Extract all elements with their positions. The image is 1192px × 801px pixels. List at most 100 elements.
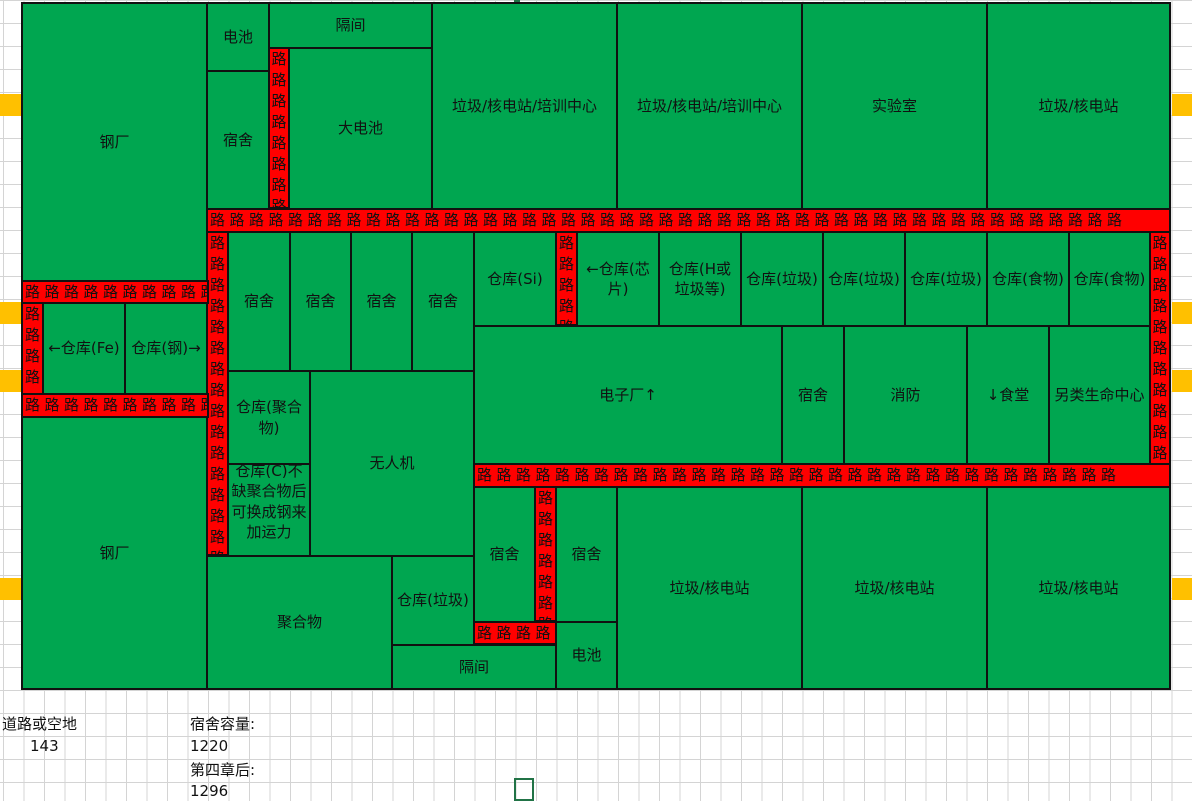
cell-label: 钢厂 [99, 543, 130, 562]
warehouse-waste-bottom[interactable]: 仓库(垃圾) [391, 555, 475, 646]
cell-label: 另类生命中心 [1054, 385, 1145, 404]
row-marker-right [1172, 578, 1192, 600]
cell-label: 宿舍 [366, 292, 397, 311]
warehouse-waste-1[interactable]: 仓库(垃圾) [740, 231, 824, 327]
cell-label: 宿舍 [243, 292, 274, 311]
cell-label: 垃圾/核电站 [854, 578, 935, 597]
cell-label: 大电池 [337, 119, 383, 138]
waste-nuclear-training-1[interactable]: 垃圾/核电站/培训中心 [431, 2, 618, 210]
electronics-factory[interactable]: 电子厂↑ [473, 325, 783, 465]
cell-label: 垃圾/核电站 [1038, 96, 1119, 115]
after-chapter4-label[interactable]: 第四章后: [190, 761, 256, 779]
dorm-mid[interactable]: 宿舍 [781, 325, 845, 465]
warehouse-fe[interactable]: ←仓库(Fe) [42, 302, 126, 395]
polymer[interactable]: 聚合物 [206, 555, 393, 690]
cell-label: 仓库(钢)→ [131, 339, 201, 358]
warehouse-si[interactable]: 仓库(Si) [473, 231, 557, 327]
cell-label: 垃圾/核电站 [669, 578, 750, 597]
road-vertical-mid-short[interactable]: 路路路路路 [555, 231, 578, 326]
dorm-top[interactable]: 宿舍 [206, 70, 270, 210]
warehouse-food-1[interactable]: 仓库(食物) [986, 231, 1070, 327]
dorm-row-1[interactable]: 宿舍 [227, 231, 291, 372]
cell-label: 仓库(H或垃圾等) [668, 259, 732, 298]
row-marker-left [0, 302, 22, 324]
row-marker-left [0, 578, 22, 600]
road-horizontal-left-bottom[interactable]: 路路路路路路路路路路 [21, 393, 209, 418]
waste-nuclear-training-2[interactable]: 垃圾/核电站/培训中心 [616, 2, 803, 210]
large-battery[interactable]: 大电池 [288, 47, 433, 210]
road-vertical-left-edge[interactable]: 路路路路 [21, 302, 44, 395]
dorm-row-4[interactable]: 宿舍 [411, 231, 475, 372]
drone[interactable]: 无人机 [309, 370, 475, 557]
cell-label: ←仓库(Fe) [48, 339, 120, 358]
cell-label: 电子厂↑ [599, 385, 657, 404]
cell-label: 垃圾/核电站/培训中心 [636, 96, 783, 115]
cell-label: 仓库(聚合物) [236, 398, 302, 437]
warehouse-h-waste[interactable]: 仓库(H或垃圾等) [658, 231, 742, 327]
warehouse-polymer[interactable]: 仓库(聚合物) [227, 370, 311, 465]
waste-nuclear-bottom-1[interactable]: 垃圾/核电站 [616, 486, 803, 690]
road-horizontal-left-top[interactable]: 路路路路路路路路路路 [21, 280, 209, 304]
canteen[interactable]: ↓食堂 [966, 325, 1050, 465]
road-vertical-left-inner[interactable]: 路路路路路路路路路路路路路路路路 [206, 231, 229, 556]
dorm-bottom-2[interactable]: 宿舍 [555, 486, 618, 623]
cell-label: ←仓库(芯片) [586, 259, 650, 298]
dorm-row-2[interactable]: 宿舍 [289, 231, 352, 372]
steel-mill-bottom[interactable]: 钢厂 [21, 416, 208, 690]
warehouse-food-2[interactable]: 仓库(食物) [1068, 231, 1151, 327]
road-horizontal-lower-short[interactable]: 路路路路 [473, 621, 557, 645]
cell-label: 消防 [890, 385, 921, 404]
partition-top[interactable]: 隔间 [268, 2, 433, 49]
dorm-bottom-1[interactable]: 宿舍 [473, 486, 536, 623]
row-marker-left [0, 94, 22, 116]
cell-label: 电池 [222, 27, 253, 46]
road-vertical-right-edge[interactable]: 路路路路路路路路路路路路 [1149, 231, 1171, 488]
cell-label: 钢厂 [99, 132, 130, 151]
dorm-capacity-label[interactable]: 宿舍容量: [190, 715, 256, 733]
battery-bottom[interactable]: 电池 [555, 621, 618, 690]
row-marker-right [1172, 94, 1192, 116]
road-vertical-lower[interactable]: 路路路路路路路 [534, 486, 557, 622]
cell-label: ↓食堂 [986, 385, 1030, 404]
warehouse-steel[interactable]: 仓库(钢)→ [124, 302, 208, 395]
steel-mill-top[interactable]: 钢厂 [21, 2, 208, 282]
road-count-label[interactable]: 道路或空地 [2, 715, 78, 733]
warehouse-c-note[interactable]: 仓库(C)不缺聚合物后可换成钢来加运力 [227, 463, 311, 557]
partition-bottom[interactable]: 隔间 [391, 644, 557, 690]
dorm-row-3[interactable]: 宿舍 [350, 231, 413, 372]
cell-label: 仓库(C)不缺聚合物后可换成钢来加运力 [231, 463, 307, 541]
waste-nuclear-bottom-3[interactable]: 垃圾/核电站 [986, 486, 1171, 690]
cell-label: 宿舍 [797, 385, 828, 404]
road-horizontal-lower[interactable]: 路路路路路路路路路路路路路路路路路路路路路路路路路路路路路路路路路 [473, 463, 1171, 488]
cell-label: 宿舍 [427, 292, 458, 311]
cell-label: 电池 [571, 646, 602, 665]
cell-label: 宿舍 [222, 130, 253, 149]
waste-nuclear-bottom-2[interactable]: 垃圾/核电站 [801, 486, 988, 690]
laboratory[interactable]: 实验室 [801, 2, 988, 210]
cell-label: 仓库(食物) [992, 269, 1064, 288]
fire-station[interactable]: 消防 [843, 325, 968, 465]
road-vertical-top[interactable]: 路路路路路路路路 [268, 47, 290, 209]
cell-label: 仓库(垃圾) [746, 269, 818, 288]
warehouse-chip[interactable]: ←仓库(芯片) [576, 231, 660, 327]
selected-cell[interactable] [514, 778, 534, 801]
cell-label: 宿舍 [305, 292, 336, 311]
cell-label: 宿舍 [571, 545, 602, 564]
cell-label: 实验室 [871, 96, 917, 115]
cell-label: 聚合物 [276, 613, 322, 632]
warehouse-waste-3[interactable]: 仓库(垃圾) [904, 231, 988, 327]
dorm-capacity-value[interactable]: 1220 [190, 737, 229, 755]
cell-label: 隔间 [458, 657, 489, 676]
warehouse-waste-2[interactable]: 仓库(垃圾) [822, 231, 906, 327]
after-chapter4-value[interactable]: 1296 [190, 782, 229, 800]
road-horizontal-main[interactable]: 路路路路路路路路路路路路路路路路路路路路路路路路路路路路路路路路路路路路路路路路… [206, 208, 1171, 233]
waste-nuclear-top-right[interactable]: 垃圾/核电站 [986, 2, 1171, 210]
cell-label: 垃圾/核电站/培训中心 [451, 96, 598, 115]
cell-label: 仓库(垃圾) [397, 591, 469, 610]
cell-label: 仓库(垃圾) [910, 269, 982, 288]
cell-label: 仓库(食物) [1073, 269, 1146, 288]
alien-life-center[interactable]: 另类生命中心 [1048, 325, 1151, 465]
battery-top[interactable]: 电池 [206, 2, 270, 72]
cell-label: 垃圾/核电站 [1038, 578, 1119, 597]
road-count-value[interactable]: 143 [30, 737, 59, 755]
